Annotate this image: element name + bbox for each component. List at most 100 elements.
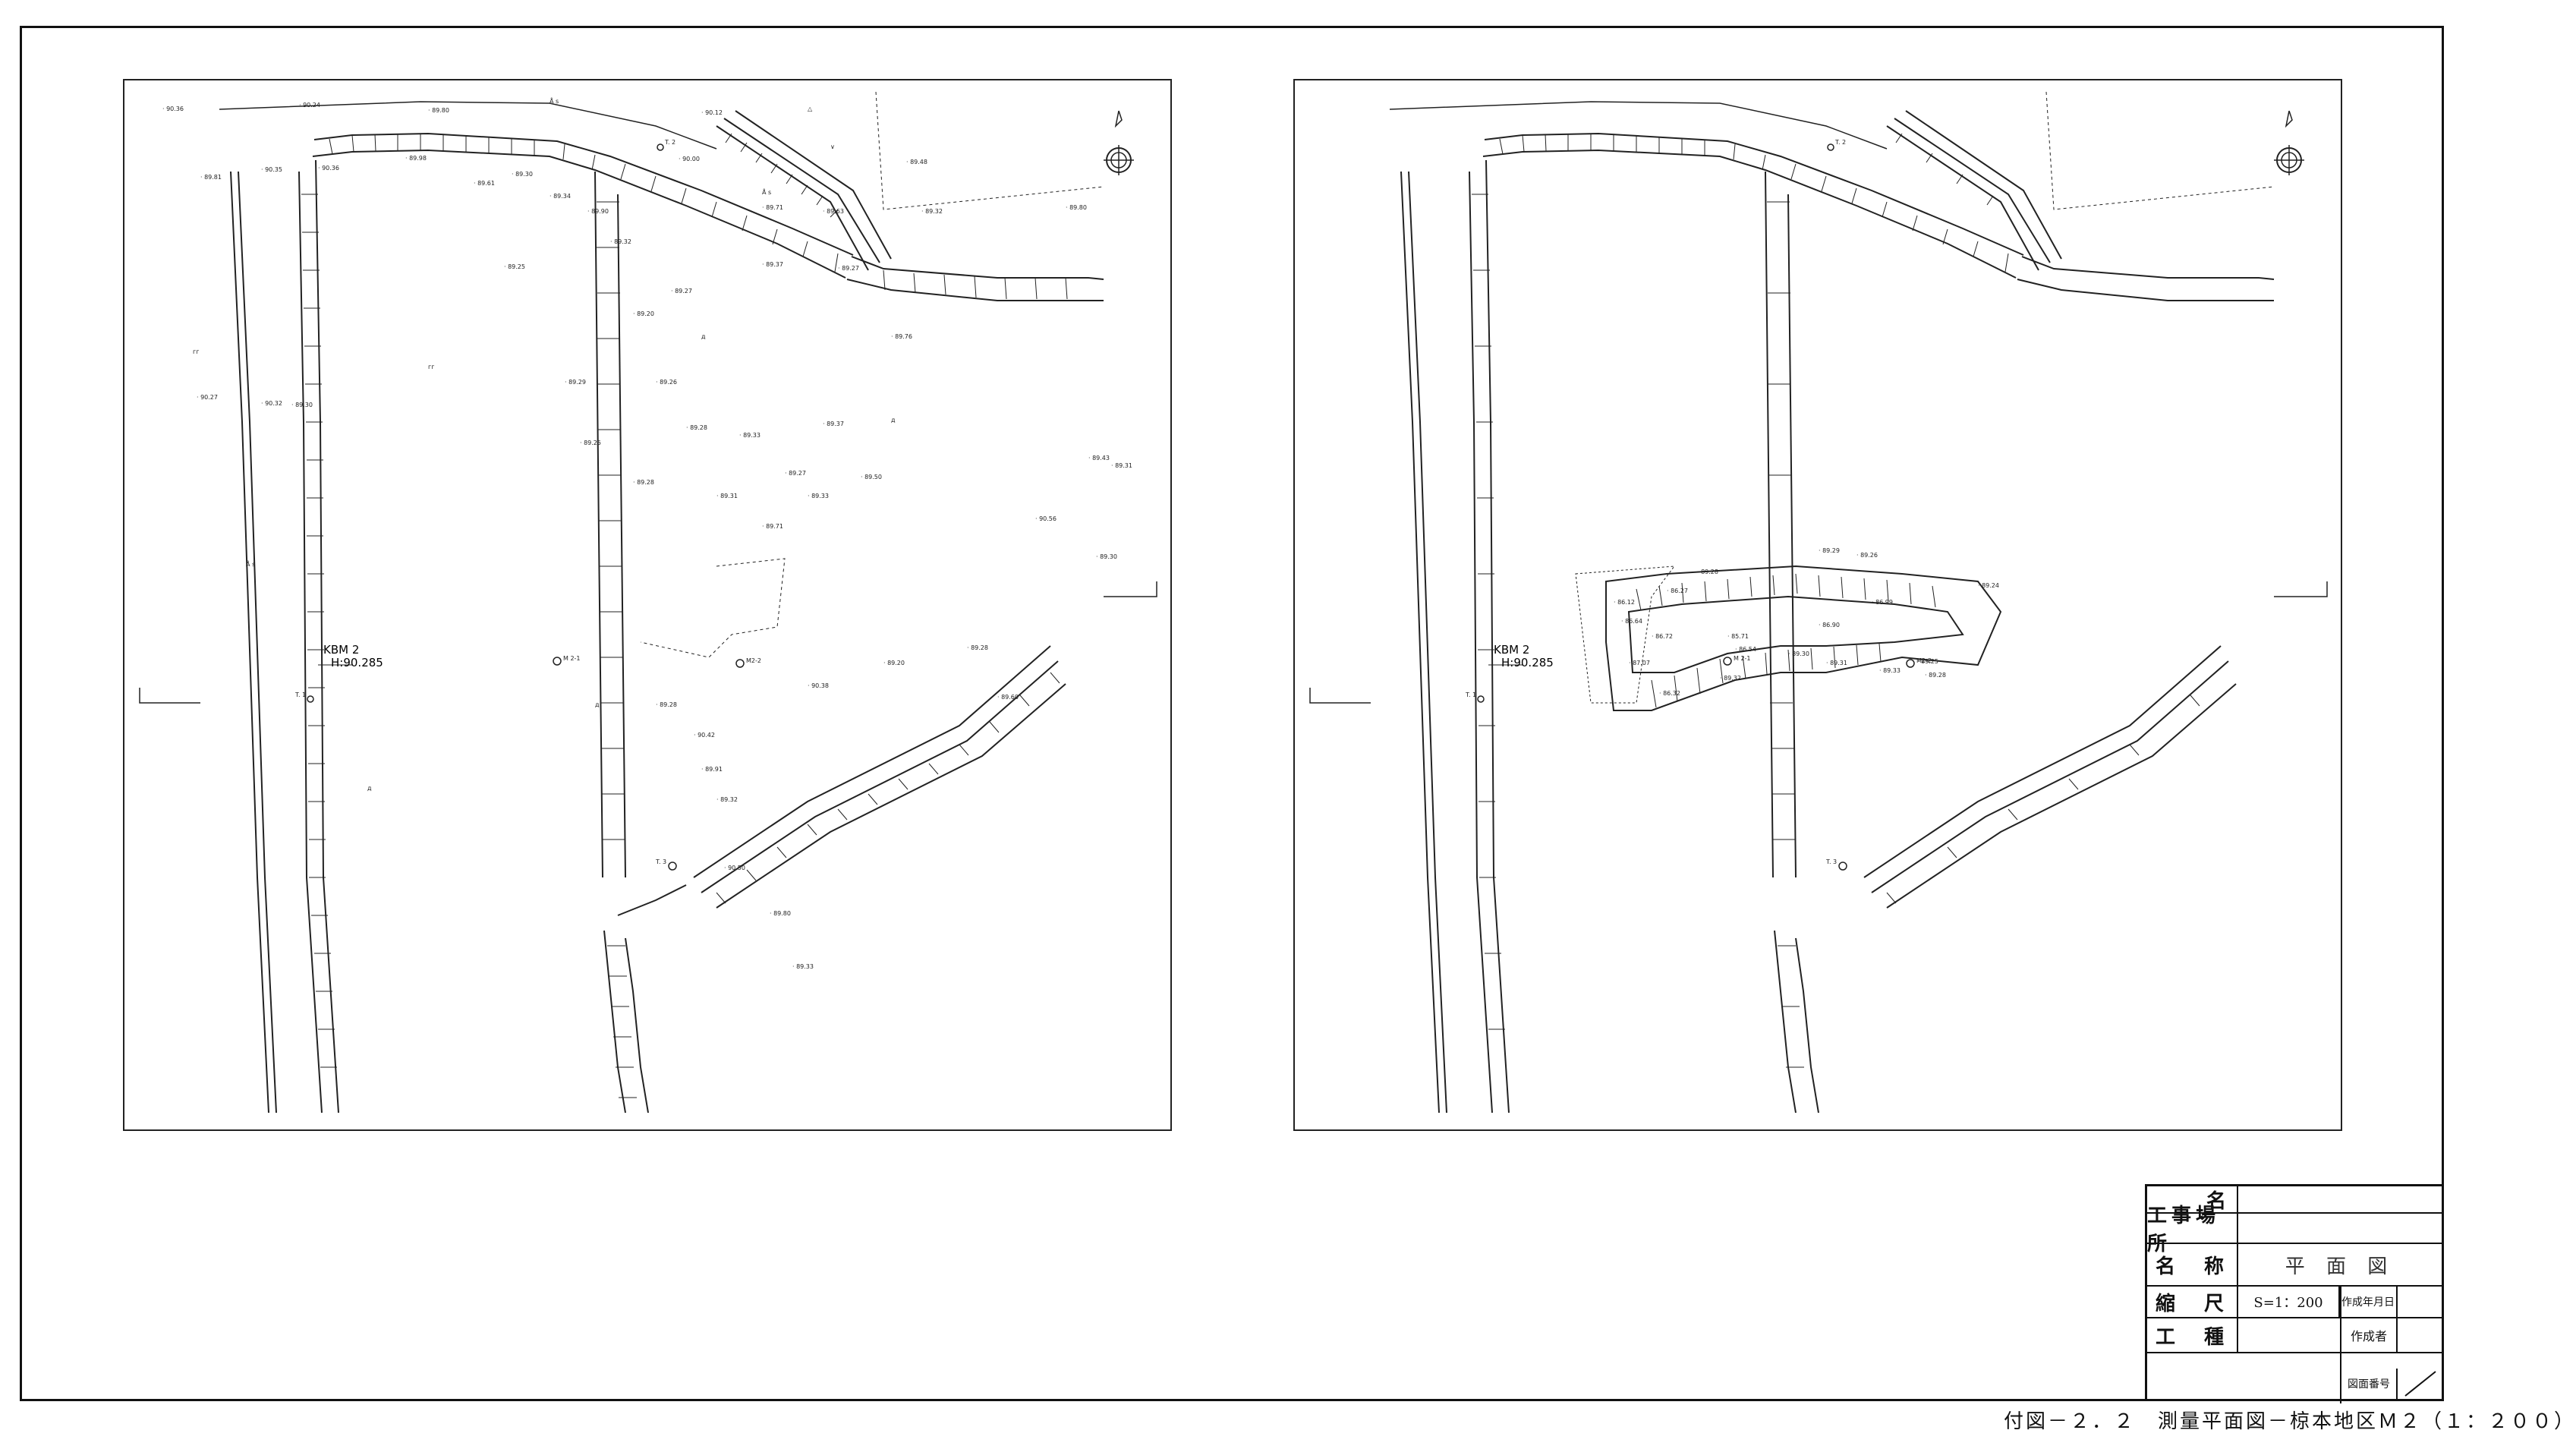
map-symbol: гг xyxy=(193,348,199,355)
map-symbol: Å s xyxy=(550,96,559,105)
elevation-label: · 89.27 xyxy=(838,265,859,272)
excavation-elevation-label: · 86.54 xyxy=(1735,646,1756,653)
elevation-label: · 90.00 xyxy=(679,156,700,162)
type-label: 工 種 xyxy=(2147,1318,2238,1352)
elevation-label: · 89.28 xyxy=(967,644,988,651)
drawing-frame xyxy=(20,26,2444,1401)
elevation-label: · 89.43 xyxy=(1088,455,1110,461)
elevation-label: · 90.24 xyxy=(299,102,320,109)
elevation-label: · 89.32 xyxy=(610,238,631,245)
elevation-label: · 89.81 xyxy=(200,174,222,181)
figure-caption: 付図－２．２ 測量平面図－椋本地区Ｍ２（１：２００） xyxy=(2004,1410,2576,1433)
elevation-label: · 89.37 xyxy=(823,421,844,427)
map-symbol: Å s xyxy=(246,559,255,568)
elevation-label: · 90.27 xyxy=(197,394,218,401)
marker-m2-2-right: M2-2 xyxy=(1916,657,1932,664)
title-block-header-row: 名 xyxy=(2147,1186,2442,1214)
excavation-elevation-label: · 89.31 xyxy=(1826,660,1847,666)
title-block: 名 工事場所 名 称 平 面 図 縮 尺 S=1：200 作成年月日 工 種 作… xyxy=(2145,1184,2444,1403)
elevation-label: · 89.80 xyxy=(1066,204,1087,211)
elevation-labels-right: · 89.28· 89.29· 89.26· 89.24· 86.12· 86.… xyxy=(1614,547,1999,697)
marker-m2-2: M2-2 xyxy=(746,657,761,664)
elevation-label: · 89.27 xyxy=(785,470,806,477)
elevation-label: · 90.36 xyxy=(318,165,339,172)
elevation-label: · 90.50 xyxy=(724,865,745,871)
elevation-label: · 89.30 xyxy=(512,171,533,178)
name-label: 名 称 xyxy=(2147,1244,2238,1285)
elevation-labels-left: · 90.36 · 90.24 · 89.80 · 90.00 · 90.12 · 89.… xyxy=(162,96,1132,970)
traverse-point-t3: T. 3 xyxy=(655,858,666,865)
elevation-label: · 89.61 xyxy=(474,180,495,187)
survey-plan-left-svg: KBM 2 H:90.285 T. 2 T. 1 T. 3 M 2-1 M2-2… xyxy=(139,91,1157,1114)
title-block-type-row: 工 種 作成者 xyxy=(2147,1318,2442,1353)
map-symbol: д xyxy=(891,417,896,424)
excavation-elevation-label: · 89.29 xyxy=(1819,547,1840,554)
site-label: 工事場所 xyxy=(2147,1205,2238,1255)
kbm-name-right: KBM 2 xyxy=(1494,643,1529,657)
elevation-label: · 90.42 xyxy=(694,732,715,739)
survey-plan-right-svg: KBM 2 H:90.285 T. 2 T. 1 T. 3 M 2-1 M2-2… xyxy=(1309,91,2328,1114)
excavation-elevation-label: · 85.71 xyxy=(1727,633,1749,640)
title-block-drawing-row: 図面番号 xyxy=(2147,1353,2442,1399)
title-block-divider xyxy=(2340,1287,2341,1403)
elevation-label: · 89.50 xyxy=(861,474,882,480)
excavation-elevation-label: · 89.28 xyxy=(1925,672,1946,679)
elevation-label: · 89.20 xyxy=(633,310,654,317)
scale-value: S=1：200 xyxy=(2238,1287,2340,1317)
excavation-elevation-label: · 86.99 xyxy=(1872,599,1893,606)
elevation-label: · 89.48 xyxy=(906,159,927,165)
excavation-elevation-label: · 89.25 xyxy=(1917,658,1938,665)
excavation-elevation-label: · 89.33 xyxy=(1879,667,1901,674)
excavation-elevation-label: · 87.07 xyxy=(1629,660,1650,666)
elevation-label: · 89.31 xyxy=(1111,462,1132,469)
traverse-point-t1-right: T. 1 xyxy=(1465,691,1476,698)
excavation-elevation-label: · 86.64 xyxy=(1621,618,1642,625)
scale-label: 縮 尺 xyxy=(2147,1287,2238,1317)
drawing-no-slash xyxy=(2404,1371,2436,1397)
excavation-elevation-label: · 86.32 xyxy=(1659,690,1680,697)
elevation-label: · 89.80 xyxy=(770,910,791,917)
elevation-label: · 90.36 xyxy=(162,106,184,112)
excavation-elevation-label: · 89.32 xyxy=(1720,675,1741,682)
elevation-label: · 89.71 xyxy=(762,204,783,211)
elevation-label: · 89.91 xyxy=(701,766,723,773)
elevation-label: · 89.37 xyxy=(762,261,783,268)
elevation-label: · 90.32 xyxy=(261,400,282,407)
elevation-label: · 89.98 xyxy=(405,155,427,162)
excavation-elevation-label: · 86.72 xyxy=(1652,633,1673,640)
title-block-name-row: 名 称 平 面 図 xyxy=(2147,1244,2442,1287)
elevation-label: · 89.25 xyxy=(580,439,601,446)
elevation-label: · 89.28 xyxy=(633,479,654,486)
title-block-header: 名 xyxy=(2147,1186,2238,1213)
elevation-label: · 89.33 xyxy=(808,493,829,499)
survey-plan-right: KBM 2 H:90.285 T. 2 T. 1 T. 3 M 2-1 M2-2… xyxy=(1293,79,2342,1131)
elevation-label: · 89.90 xyxy=(587,208,609,215)
elevation-label: · 89.31 xyxy=(716,493,738,499)
elevation-label: · 89.29 xyxy=(565,379,586,386)
excavation-elevation-label: · 89.24 xyxy=(1978,582,1999,589)
elevation-label: · 89.28 xyxy=(686,424,707,431)
elevation-label: · 90.38 xyxy=(808,682,829,689)
traverse-point-t3-right: T. 3 xyxy=(1825,858,1837,865)
title-block-site-row: 工事場所 xyxy=(2147,1205,2442,1255)
elevation-label: · 89.25 xyxy=(504,263,525,270)
elevation-label: · 89.30 xyxy=(291,402,313,408)
elevation-label: · 89.80 xyxy=(428,107,449,114)
author-label: 作成者 xyxy=(2340,1318,2398,1352)
elevation-label: · 89.32 xyxy=(921,208,943,215)
elevation-label: · 89.27 xyxy=(671,288,692,295)
map-symbol: Å s xyxy=(762,187,771,196)
elevation-label: · 89.76 xyxy=(891,333,912,340)
marker-m2-1-right: M 2-1 xyxy=(1734,655,1751,662)
traverse-point-t2-right: T. 2 xyxy=(1834,139,1846,146)
drawing-no-label: 図面番号 xyxy=(2340,1369,2398,1399)
elevation-label: · 89.33 xyxy=(792,963,814,970)
kbm-name-left: KBM 2 xyxy=(323,643,359,657)
excavation-elevation-label: · 89.26 xyxy=(1856,552,1878,559)
elevation-label: · 90.12 xyxy=(701,109,723,116)
excavation-elevation-label: · 86.27 xyxy=(1667,587,1688,594)
marker-m2-1: M 2-1 xyxy=(563,655,581,662)
elevation-label: · 89.60 xyxy=(997,694,1019,701)
elevation-label: · 89.28 xyxy=(656,701,677,708)
elevation-label: · 90.56 xyxy=(1035,515,1057,522)
